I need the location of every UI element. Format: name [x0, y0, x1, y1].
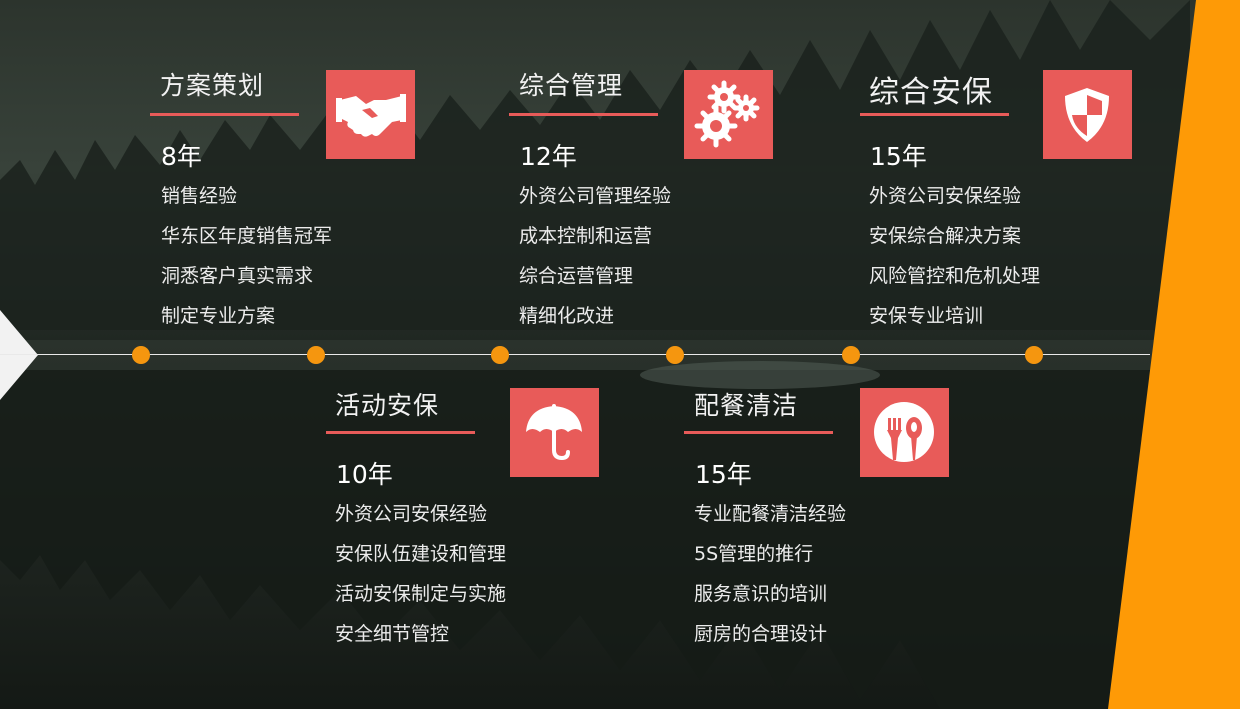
section-years: 15年	[695, 460, 752, 489]
list-item: 服务意识的培训	[694, 583, 828, 605]
section-years: 8年	[161, 142, 202, 171]
title-underline	[684, 431, 833, 434]
list-item: 外资公司管理经验	[519, 185, 672, 207]
list-item: 外资公司安保经验	[869, 185, 1022, 207]
handshake-icon	[326, 70, 415, 159]
section-title: 配餐清洁	[694, 391, 799, 420]
title-underline	[509, 113, 658, 116]
list-item: 华东区年度销售冠军	[161, 225, 333, 247]
list-item: 专业配餐清洁经验	[694, 503, 847, 525]
list-item: 制定专业方案	[161, 305, 276, 327]
section-title: 活动安保	[335, 391, 440, 420]
timeline-dot	[842, 346, 860, 364]
dining-icon	[860, 388, 949, 477]
shield-icon	[1043, 70, 1132, 159]
list-item: 洞悉客户真实需求	[161, 265, 314, 287]
timeline-dot	[491, 346, 509, 364]
timeline-arrow	[0, 310, 38, 400]
section-title: 综合管理	[519, 71, 624, 100]
list-item: 安保队伍建设和管理	[335, 543, 507, 565]
list-item: 厨房的合理设计	[694, 623, 828, 645]
section-years: 10年	[336, 460, 393, 489]
section-years: 12年	[520, 142, 577, 171]
section-years: 15年	[870, 142, 927, 171]
list-item: 销售经验	[161, 185, 238, 207]
list-item: 外资公司安保经验	[335, 503, 488, 525]
list-item: 安保综合解决方案	[869, 225, 1022, 247]
title-underline	[150, 113, 299, 116]
timeline-dot	[666, 346, 684, 364]
section-title: 综合安保	[869, 75, 993, 110]
list-item: 成本控制和运营	[519, 225, 653, 247]
list-item: 风险管控和危机处理	[869, 265, 1041, 287]
timeline-dot	[132, 346, 150, 364]
list-item: 综合运营管理	[519, 265, 634, 287]
list-item: 精细化改进	[519, 305, 615, 327]
list-item: 5S管理的推行	[694, 543, 814, 565]
timeline-line	[0, 354, 1150, 355]
timeline-dot	[1025, 346, 1043, 364]
gears-icon	[684, 70, 773, 159]
timeline-dot	[307, 346, 325, 364]
title-underline	[326, 431, 475, 434]
title-underline	[860, 113, 1009, 116]
list-item: 安保专业培训	[869, 305, 984, 327]
umbrella-icon	[510, 388, 599, 477]
section-title: 方案策划	[160, 71, 265, 100]
list-item: 安全细节管控	[335, 623, 450, 645]
list-item: 活动安保制定与实施	[335, 583, 507, 605]
